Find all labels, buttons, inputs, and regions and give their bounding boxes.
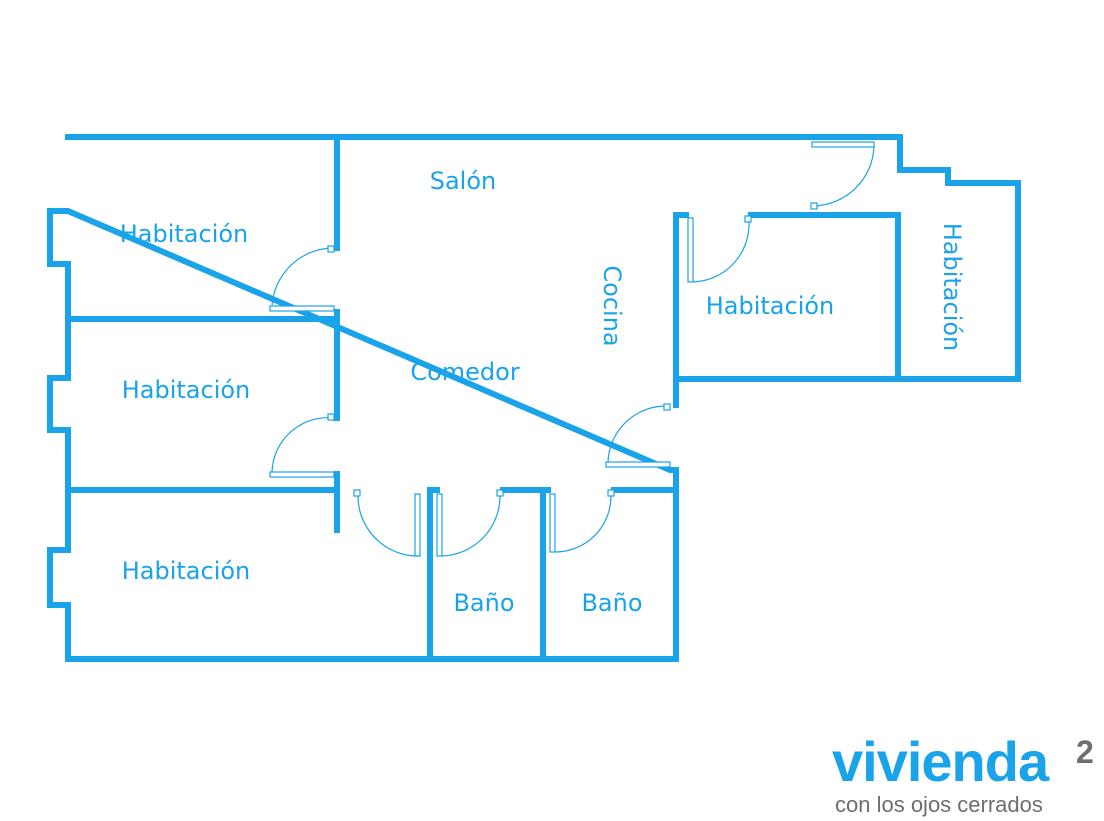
room-label-comedor: Comedor (410, 358, 520, 386)
wall-bedroom-center-right (673, 212, 901, 408)
room-label-cocina: Cocina (598, 265, 626, 346)
room-label-bath-2: Baño (581, 589, 642, 617)
logo-wordmark: vivienda (832, 730, 1049, 793)
room-label-bedroom-bottom-left: Habitación (122, 557, 251, 585)
vivienda2-logo: vivienda 2 con los ojos cerrados (832, 732, 1102, 818)
room-label-salon: Salón (430, 167, 497, 195)
room-label-bedroom-mid-left: Habitación (122, 376, 251, 404)
room-label-bedroom-top-left: Habitación (120, 220, 249, 248)
exterior-wall (47, 134, 1021, 662)
logo-tagline: con los ojos cerrados (835, 792, 1043, 817)
door-bedroom-mid-left (269, 413, 335, 478)
door-kitchen (605, 403, 671, 468)
door-bedroom-center-right (687, 215, 752, 283)
logo-superscript: 2 (1076, 734, 1094, 770)
room-label-bath-1: Baño (453, 589, 514, 617)
door-bedroom-far-right (810, 141, 875, 210)
room-label-bedroom-center-right: Habitación (706, 292, 835, 320)
door-bedroom-top-left (269, 245, 335, 312)
door-bedroom-bottom-left (353, 489, 421, 557)
wall-corridor-bath-1 (427, 487, 440, 662)
door-bath-2 (549, 489, 615, 553)
door-bath-1 (436, 489, 504, 557)
room-label-bedroom-far-right: Habitación (938, 223, 966, 352)
